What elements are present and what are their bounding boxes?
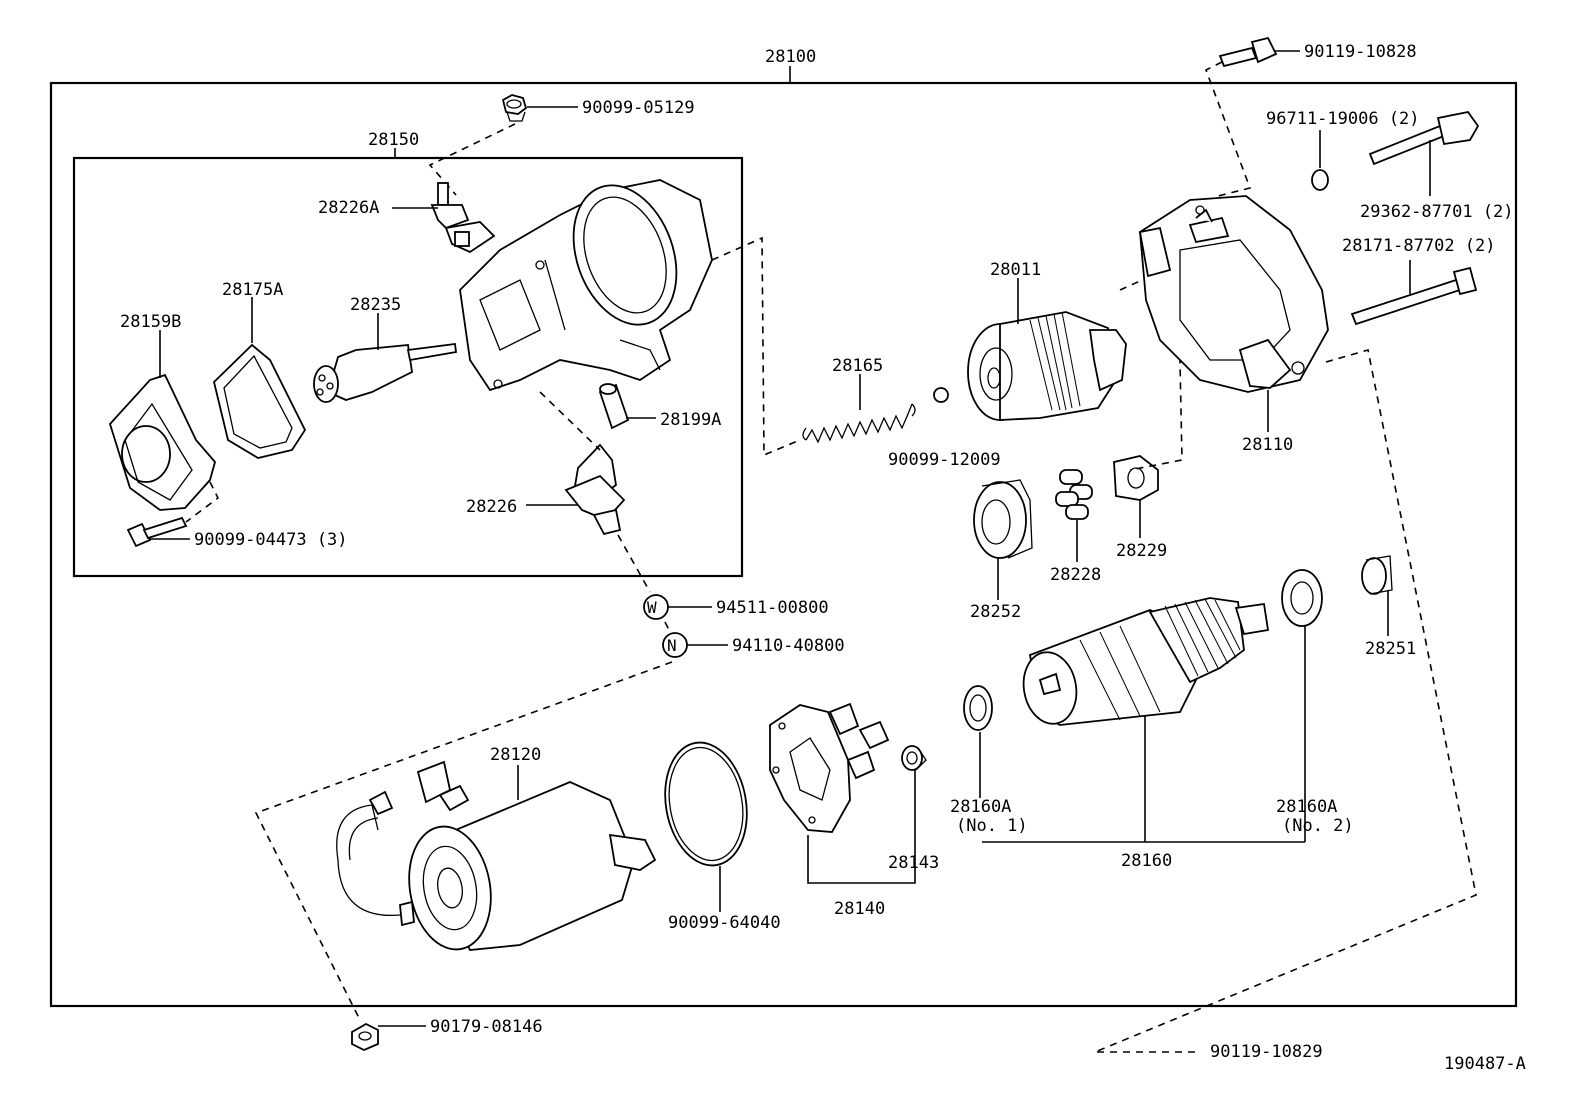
bearing-28160A-no1	[963, 685, 993, 731]
label-28229: 28229	[1116, 541, 1167, 561]
plunger-28235	[313, 342, 457, 403]
label-28150: 28150	[368, 130, 419, 150]
label-28235: 28235	[350, 295, 401, 315]
o-ring-96711-19006	[1311, 169, 1329, 191]
washer-94511-00800: W	[643, 594, 669, 620]
screw-90099-04473	[126, 516, 188, 548]
bolt-29362-87701	[1368, 111, 1480, 166]
assembly-frame-28100	[49, 81, 1518, 1008]
label-28143: 28143	[888, 853, 939, 873]
label-28160A-no2: 28160A	[1276, 797, 1337, 817]
label-28226: 28226	[466, 497, 517, 517]
o-ring-90099-64040	[664, 741, 748, 867]
gasket-28175A	[213, 343, 307, 459]
field-frame-28120	[336, 760, 657, 951]
spring-28143	[901, 745, 927, 771]
label-28199A: 28199A	[660, 410, 721, 430]
bearing-28160A-no2	[1281, 569, 1323, 627]
brush-holder-28140	[769, 702, 890, 833]
label-94511-00800: 94511-00800	[716, 598, 829, 618]
label-90119-10828: 90119-10828	[1304, 42, 1417, 62]
label-90099-12009: 90099-12009	[888, 450, 1001, 470]
label-28160A-no2-sub: (No. 2)	[1282, 816, 1354, 836]
drive-housing-28110	[1138, 195, 1329, 393]
armature-28160	[1022, 597, 1270, 726]
label-28159B: 28159B	[120, 312, 181, 332]
nut-94110-40800: N	[662, 632, 688, 658]
label-28228: 28228	[1050, 565, 1101, 585]
gear-28251	[1361, 555, 1393, 595]
clutch-28011	[967, 311, 1127, 421]
terminal-28226A	[430, 182, 496, 254]
label-28165: 28165	[832, 356, 883, 376]
label-96711-19006: 96711-19006 (2)	[1266, 109, 1420, 129]
label-28120: 28120	[490, 745, 541, 765]
spring-28165	[802, 403, 916, 444]
label-90119-10829: 90119-10829	[1210, 1042, 1323, 1062]
figure-id: 190487-A	[1444, 1054, 1526, 1074]
svg-text:W: W	[647, 598, 657, 617]
cover-28159B	[108, 373, 216, 511]
bolt-90119-10828	[1218, 36, 1278, 68]
retainer-28229	[1113, 455, 1159, 501]
label-28160A-no1: 28160A	[950, 797, 1011, 817]
label-28160: 28160	[1121, 851, 1172, 871]
label-28100: 28100	[765, 47, 816, 67]
label-94110-40800: 94110-40800	[732, 636, 845, 656]
label-28140: 28140	[834, 899, 885, 919]
bolt-28171-87702	[1350, 266, 1478, 326]
subassembly-frame-28150	[72, 156, 744, 578]
label-28110: 28110	[1242, 435, 1293, 455]
label-28011: 28011	[990, 260, 1041, 280]
label-29362-87701: 29362-87701 (2)	[1360, 202, 1514, 222]
label-90099-04473: 90099-04473 (3)	[194, 530, 348, 550]
ball-90099-12009	[933, 387, 949, 403]
label-28252: 28252	[970, 602, 1021, 622]
label-28226A: 28226A	[318, 198, 379, 218]
rollers-28228	[1055, 469, 1093, 520]
svg-text:N: N	[667, 636, 677, 655]
label-28251: 28251	[1365, 639, 1416, 659]
label-28171-87702: 28171-87702 (2)	[1342, 236, 1496, 256]
nut-90179-08146	[351, 1022, 379, 1051]
label-28160A-no1-sub: (No. 1)	[956, 816, 1028, 836]
label-90099-64040: 90099-64040	[668, 913, 781, 933]
housing-28150-body	[459, 179, 713, 392]
nut-90099-05129	[501, 94, 528, 122]
label-28175A: 28175A	[222, 280, 283, 300]
label-90099-05129: 90099-05129	[582, 98, 695, 118]
label-90179-08146: 90179-08146	[430, 1017, 543, 1037]
terminal-28226	[564, 443, 626, 536]
gear-28252	[973, 479, 1033, 559]
pin-28199A	[598, 383, 630, 430]
